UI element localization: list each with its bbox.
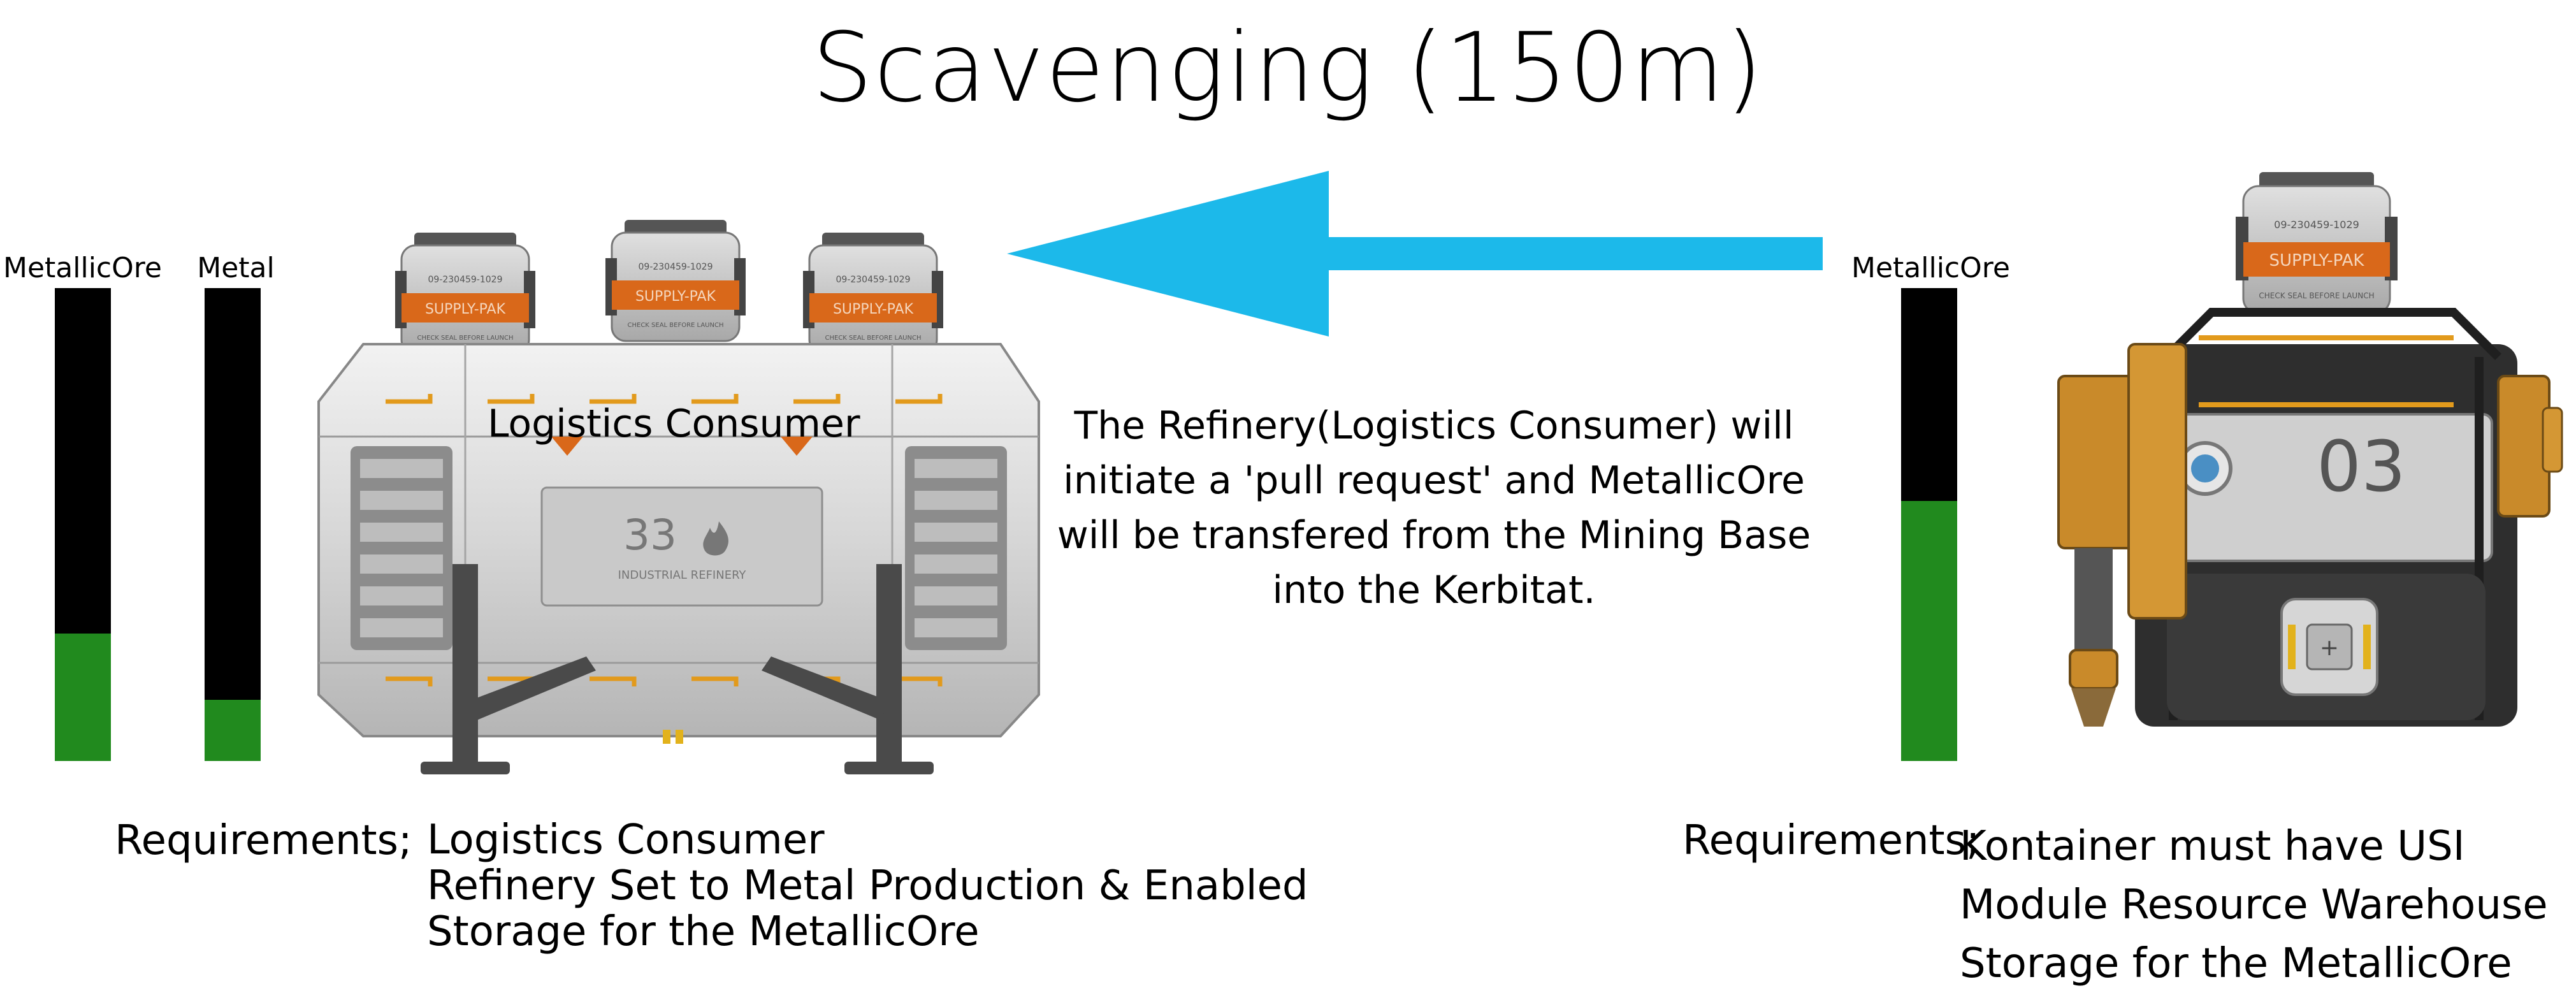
page-title: Scavenging (150m): [812, 13, 1764, 124]
resource-bar-metallicore-right: [1901, 288, 1957, 761]
requirement-item: Module Resource Warehouse: [1960, 881, 2548, 929]
supply-pak-serial: 09-230459-1029: [836, 275, 911, 285]
mining-base-illustration: 09-230459-1029 SUPPLY-PAK CHECK SEAL BEF…: [2057, 172, 2563, 727]
requirement-item: Kontainer must have USI: [1960, 823, 2465, 870]
supply-pak-1: 09-230459-1029 SUPPLY-PAK CHECK SEAL BEF…: [395, 233, 535, 355]
bar-fill: [1901, 500, 1957, 761]
requirement-item: Refinery Set to Metal Production & Enabl…: [427, 862, 1308, 910]
refinery-legs: [421, 564, 934, 774]
requirement-item: Logistics Consumer: [427, 816, 825, 864]
supply-pak-2: 09-230459-1029 SUPPLY-PAK CHECK SEAL BEF…: [605, 220, 746, 342]
supply-pak-3: 09-230459-1029 SUPPLY-PAK CHECK SEAL BEF…: [803, 233, 943, 355]
supply-pak-note: CHECK SEAL BEFORE LAUNCH: [628, 322, 724, 329]
resource-bar-metal: [205, 288, 261, 761]
miner-frame: 03 +: [2135, 308, 2517, 727]
miner-number: 03: [2317, 426, 2406, 507]
resource-bar-metallicore-left: [55, 288, 111, 761]
supply-pak-note: CHECK SEAL BEFORE LAUNCH: [417, 335, 514, 342]
requirements-left-list: Logistics Consumer Refinery Set to Metal…: [427, 817, 1308, 955]
requirements-left-heading: Requirements;: [115, 817, 412, 864]
supply-pak-label: SUPPLY-PAK: [635, 289, 716, 305]
refinery-panel-number: 33: [623, 511, 677, 560]
bar-fill: [205, 699, 261, 761]
miner-side-panels: [2057, 343, 2563, 620]
supply-pak-label: SUPPLY-PAK: [425, 301, 506, 317]
requirement-item: Storage for the MetallicOre: [427, 908, 980, 955]
supply-pak-miner: 09-230459-1029 SUPPLY-PAK CHECK SEAL BEF…: [2236, 172, 2398, 315]
requirements-right-list: Kontainer must have USI Module Resource …: [1960, 817, 2548, 993]
supply-pak-label: SUPPLY-PAK: [833, 301, 914, 317]
supply-pak-serial: 09-230459-1029: [2274, 219, 2359, 231]
arrow-shape: [1007, 171, 1823, 337]
refinery-hull: 33 INDUSTRIAL REFINERY: [317, 343, 1040, 744]
refinery-illustration: 09-230459-1029 SUPPLY-PAK CHECK SEAL BEF…: [317, 220, 1040, 774]
bar-label-metal: Metal: [197, 252, 275, 284]
refinery-overlay-label: Logistics Consumer: [488, 402, 860, 446]
supply-pak-serial: 09-230459-1029: [428, 275, 503, 285]
requirement-item: Storage for the MetallicOre: [1960, 940, 2512, 987]
requirements-right-heading: Requirements;: [1682, 817, 1980, 864]
drill-arm: [2069, 548, 2118, 727]
transfer-arrow: [1007, 171, 1823, 337]
supply-pak-note: CHECK SEAL BEFORE LAUNCH: [825, 335, 922, 342]
flame-icon: [703, 521, 728, 556]
supply-pak-note: CHECK SEAL BEFORE LAUNCH: [2259, 291, 2374, 300]
refinery-panel-caption: INDUSTRIAL REFINERY: [618, 569, 747, 582]
svg-text:+: +: [2320, 635, 2339, 661]
supply-pak-label: SUPPLY-PAK: [2269, 251, 2365, 270]
bar-label-metallicore-right: MetallicOre: [1851, 252, 2010, 284]
bar-fill: [55, 633, 111, 761]
transfer-description: The Refinery(Logistics Consumer) will in…: [1057, 403, 1811, 612]
bar-label-metallicore-left: MetallicOre: [3, 252, 162, 284]
refinery-panel: [540, 486, 823, 607]
supply-pak-serial: 09-230459-1029: [639, 262, 713, 272]
